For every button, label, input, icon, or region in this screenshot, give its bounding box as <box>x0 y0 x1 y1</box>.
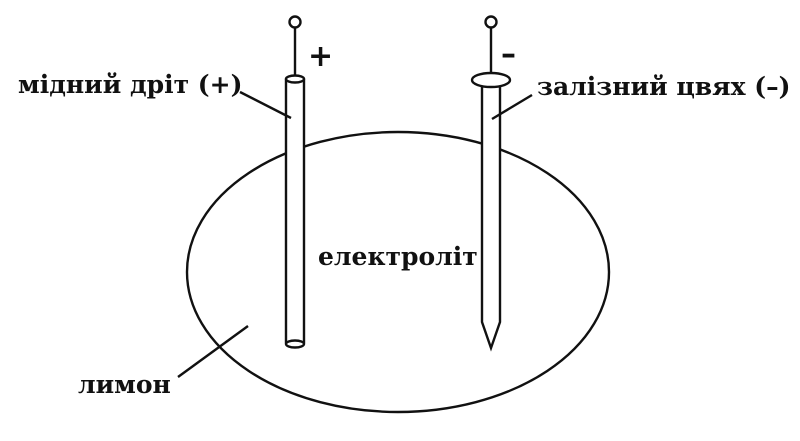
copper-wire-electrode <box>284 15 306 349</box>
plus-sign: + <box>308 39 333 74</box>
iron-terminal <box>484 15 498 29</box>
minus-sign: – <box>501 37 516 72</box>
lemon-label: лимон <box>78 370 171 399</box>
iron-nail-electrode <box>470 15 512 352</box>
iron-nail-label: залізний цвях (–) <box>537 72 790 101</box>
iron-nail-shaft <box>480 83 502 352</box>
copper-wire-label: мідний дріт (+) <box>18 70 242 99</box>
copper-wire-bottom <box>284 339 306 349</box>
iron-nail-leader <box>491 93 533 121</box>
lemon-leader <box>177 325 249 378</box>
lemon-ellipse <box>185 130 611 414</box>
iron-nail-head <box>470 71 512 89</box>
copper-terminal <box>288 15 302 29</box>
copper-wire-leader <box>239 90 292 120</box>
copper-wire-top <box>284 74 306 84</box>
electrolyte-label: електроліт <box>318 242 478 271</box>
